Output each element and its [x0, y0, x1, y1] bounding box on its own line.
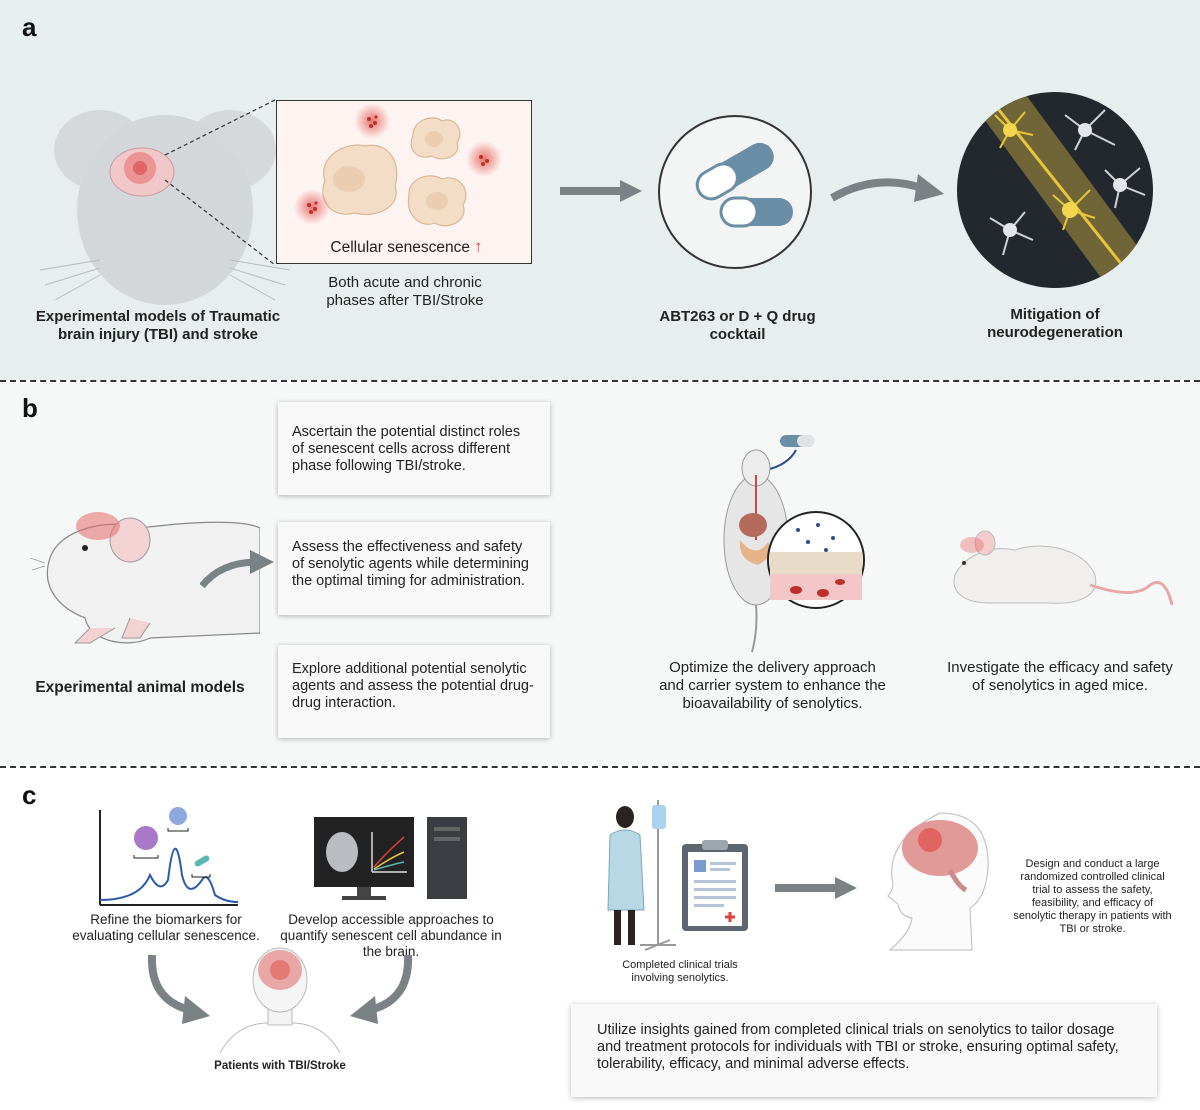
phases-label: Both acute and chronic phases after TBI/… — [326, 274, 484, 309]
delivery-label: Optimize the delivery approach and carri… — [659, 659, 886, 712]
outcome-label: Mitigation of neurodegeneration — [987, 306, 1123, 341]
panel-letter-a: a — [22, 12, 37, 42]
clipboard-icon — [682, 840, 748, 931]
arrow-icon — [775, 877, 857, 899]
research-box-2: Assess the effectiveness and safety of s… — [278, 522, 550, 615]
pill-icon — [658, 115, 812, 269]
insight-box: Utilize insights gained from completed c… — [571, 1004, 1157, 1097]
curved-arrow-icon — [350, 954, 413, 1024]
human-brain-head-icon — [887, 812, 989, 951]
divider-bc — [0, 766, 1200, 768]
computer-brain-scan-icon — [314, 817, 467, 900]
curved-arrow-icon — [830, 174, 944, 202]
senescence-up-arrow: ↑ — [474, 237, 483, 256]
aged-mouse-icon — [953, 530, 1174, 606]
patient-head-icon — [219, 947, 341, 1054]
model-label-a: Experimental models of Traumatic brain i… — [35, 308, 281, 343]
trials-label: Completed clinical trials involving seno… — [622, 959, 738, 984]
senescence-box — [276, 100, 532, 264]
mouse-drug-delivery-icon — [723, 435, 865, 653]
panel-letter-c: c — [22, 780, 37, 810]
patients-label: Patients with TBI/Stroke — [214, 1060, 346, 1072]
panel-letter-b: b — [22, 393, 38, 423]
senescence-label: Cellular senescence — [330, 239, 470, 256]
research-box-3: Explore additional potential senolytic a… — [278, 645, 550, 738]
divider-ab — [0, 380, 1200, 382]
rat-icon — [30, 512, 260, 644]
rct-label: Design and conduct a large randomized co… — [1013, 858, 1172, 935]
aged-label: Investigate the efficacy and safety of s… — [947, 659, 1173, 694]
research-box-1: Ascertain the potential distinct roles o… — [278, 402, 550, 495]
senescent-cell-icon — [294, 103, 502, 227]
imaging-label: Develop accessible approaches to quantif… — [280, 912, 502, 959]
model-label-b: Experimental animal models — [35, 679, 245, 696]
drug-label: ABT263 or D + Q drug cocktail — [659, 308, 816, 343]
iv-patient-icon — [607, 800, 676, 951]
zoom-lines — [164, 99, 276, 266]
mouse-head-icon — [40, 110, 290, 305]
neuron-icon — [957, 92, 1153, 288]
biomarker-label: Refine the biomarkers for evaluating cel… — [72, 912, 260, 943]
arrow-icon — [560, 180, 642, 202]
arrow-icon — [200, 550, 274, 589]
curved-arrow-icon — [147, 954, 210, 1024]
biomarker-peaks-icon — [99, 807, 239, 906]
